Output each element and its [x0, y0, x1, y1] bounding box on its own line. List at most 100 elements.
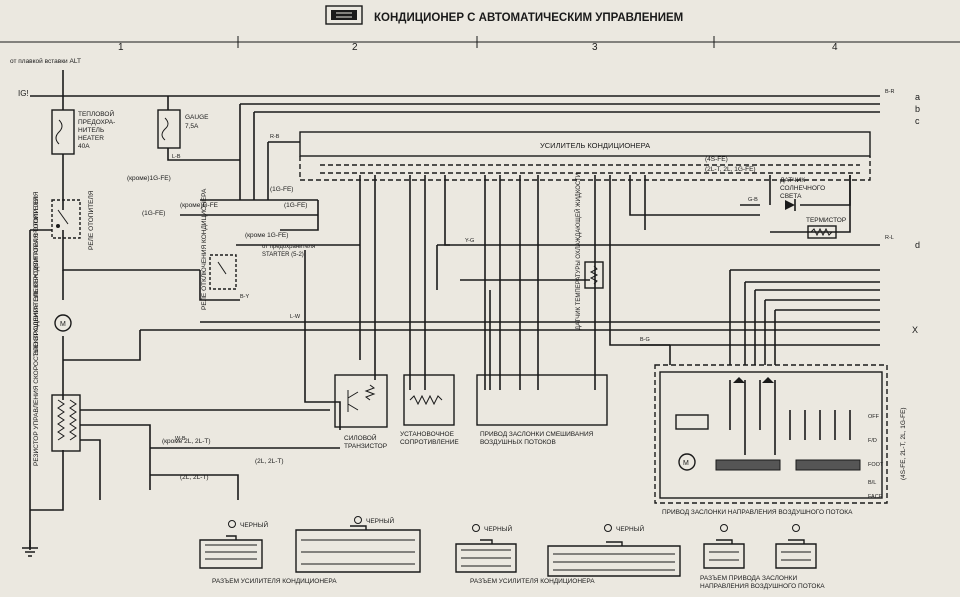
connector-d-color: ЧЕРНЫЙ [616, 524, 644, 533]
connector-b: ЧЕРНЫЙ [295, 516, 421, 573]
amplifier-label: УСИЛИТЕЛЬ КОНДИЦИОНЕРА [540, 141, 650, 150]
variant-9: (2L, 2L-T) [180, 474, 209, 481]
sun-sensor: ДАТЧИК СОЛНЕЧНОГО СВЕТА [780, 177, 825, 211]
thermistor: ТЕРМИСТОР [806, 217, 846, 239]
wire-code-b-r: B-R [885, 89, 895, 95]
blower-motor: M ЭЛЕКТРОДВИГАТЕЛЬ ВЕНТИЛЯТОРА ОТОПИТЕЛЯ [33, 197, 72, 356]
variant-8: (2L, 2L-T) [255, 458, 284, 465]
ground-icon [22, 540, 38, 557]
from-starter-label-1: от предохранителя [262, 244, 315, 250]
svg-text:M: M [60, 321, 66, 328]
column-1: 1 [118, 42, 124, 53]
heater-fuse-label-1: ТЕПЛОВОЙ [78, 109, 114, 118]
column-4: 4 [832, 42, 838, 53]
variant-2: (1G-FE) [270, 186, 293, 193]
power-transistor: СИЛОВОЙ ТРАНЗИСТОР [334, 374, 388, 450]
blower-resistor: РЕЗИСТОР УПРАВЛЕНИЯ СКОРОСТЬЮ ВРАЩЕНИЯ Э… [33, 191, 81, 466]
connector-f [775, 524, 817, 569]
ac-cut-relay: РЕЛЕ ОТКЛЮЧЕНИЯ КОНДИЦИОНЕРА [201, 188, 237, 310]
svg-text:M: M [683, 460, 689, 467]
ac-cut-relay-label: РЕЛЕ ОТКЛЮЧЕНИЯ КОНДИЦИОНЕРА [201, 188, 208, 310]
from-alt-fuse-label: от плавкой вставки ALT [10, 57, 81, 65]
ig-label: IG! [18, 89, 29, 98]
connector-caption-servo-2: НАПРАВЛЕНИЯ ВОЗДУШНОГО ПОТОКА [700, 583, 825, 590]
blower-resistor-label: РЕЗИСТОР УПРАВЛЕНИЯ СКОРОСТЬЮ ВРАЩЕНИЯ Э… [33, 191, 40, 466]
power-transistor-label-2: ТРАНЗИСТОР [344, 443, 387, 450]
mix-servo-label-1: ПРИВОД ЗАСЛОНКИ СМЕШИВАНИЯ [480, 431, 594, 438]
heater-fuse-label-2: ПРЕДОХРА- [78, 119, 115, 126]
coolant-temp-sensor: ДАТЧИК ТЕМПЕРАТУРЫ ОХЛАЖДАЮЩЕЙ ЖИДКОСТИ [574, 173, 604, 330]
wire-code-r-l: R-L [885, 235, 894, 241]
connector-c: ЧЕРНЫЙ [455, 524, 517, 573]
coolant-sensor-label: ДАТЧИК ТЕМПЕРАТУРЫ ОХЛАЖДАЮЩЕЙ ЖИДКОСТИ [574, 173, 582, 330]
wire-code-b-y: B-Y [240, 294, 250, 300]
title-icon [325, 5, 363, 25]
connector-c-color: ЧЕРНЫЙ [484, 524, 512, 533]
power-transistor-label-1: СИЛОВОЙ [344, 433, 377, 442]
connector-e [703, 524, 745, 569]
heater-fuse-label-5: 40A [78, 143, 90, 150]
setting-resistor-label-1: УСТАНОВОЧНОЕ [400, 431, 455, 438]
mode-bl: B/L [868, 480, 876, 486]
mode-fd: F/D [868, 438, 877, 444]
wires [29, 70, 880, 550]
page-title: КОНДИЦИОНЕР С АВТОМАТИЧЕСКИМ УПРАВЛЕНИЕМ [374, 12, 683, 24]
connector-d: ЧЕРНЫЙ [547, 524, 681, 577]
ac-amplifier: УСИЛИТЕЛЬ КОНДИЦИОНЕРА [299, 131, 871, 181]
variant-6: (1G-FE) [142, 210, 165, 217]
ref-a: a [915, 92, 920, 102]
variant-4: (1G-FE) [284, 202, 307, 209]
ref-d: d [915, 240, 920, 250]
wire-code-y-g: Y-G [465, 238, 474, 244]
variant-vertical-label: (4S-FE, 2L-T, 2L, 1G-FE) [900, 407, 907, 480]
wire-code-l-w: L-W [290, 314, 301, 320]
variant-2lt-label: (2L-T, 2L, 1G-FE) [705, 166, 756, 173]
ref-c: c [915, 116, 920, 126]
sun-sensor-label-3: СВЕТА [780, 193, 802, 200]
sun-sensor-label-2: СОЛНЕЧНОГО [780, 185, 825, 192]
from-starter-label-2: STARTER (5-2) [262, 252, 304, 258]
wire-code-g-b: G-B [748, 197, 758, 203]
mode-face: FACE [868, 494, 883, 500]
heater-fuse: ТЕПЛОВОЙ ПРЕДОХРА- НИТЕЛЬ HEATER 40A [51, 109, 115, 155]
wire-code-b-g: B-G [640, 337, 650, 343]
variant-3: (кроме)G-FE [180, 202, 219, 209]
mode-servo-label: ПРИВОД ЗАСЛОНКИ НАПРАВЛЕНИЯ ВОЗДУШНОГО П… [662, 509, 853, 516]
connector-caption-amp-1: РАЗЪЕМ УСИЛИТЕЛЯ КОНДИЦИОНЕРА [212, 578, 337, 585]
wire-code-w-b: W-B [175, 436, 186, 442]
connector-a-color: ЧЕРНЫЙ [240, 520, 268, 529]
setting-resistor-label-2: СОПРОТИВЛЕНИЕ [400, 439, 459, 446]
mode-servo: M OFF F/D FOOT B/L FACE ПРИВОД ЗАСЛОНКИ … [654, 364, 907, 516]
sun-sensor-label-1: ДАТЧИК [780, 177, 805, 184]
connector-caption-servo-1: РАЗЪЕМ ПРИВОДА ЗАСЛОНКИ [700, 575, 797, 582]
setting-resistor: УСТАНОВОЧНОЕ СОПРОТИВЛЕНИЕ [400, 374, 459, 446]
column-2: 2 [352, 42, 358, 53]
connector-caption-amp-2: РАЗЪЕМ УСИЛИТЕЛЯ КОНДИЦИОНЕРА [470, 578, 595, 585]
ref-b: b [915, 104, 920, 114]
variant-4sfe-label: (4S-FE) [705, 156, 728, 163]
variant-5: (кроме 1G-FE) [245, 232, 288, 239]
mode-off: OFF [868, 414, 880, 420]
heater-relay: РЕЛЕ ОТОПИТЕЛЯ [51, 190, 95, 250]
gauge-rating: 7,5A [185, 123, 199, 130]
wire-code-r-b: R-B [270, 134, 280, 140]
heater-fuse-label-4: HEATER [78, 135, 104, 142]
column-ruler: 1 2 3 4 [0, 36, 960, 53]
variant-7: (кроме 2L, 2L-T) [162, 438, 211, 445]
connector-a: ЧЕРНЫЙ [199, 520, 268, 569]
heater-fuse-label-3: НИТЕЛЬ [78, 127, 104, 134]
thermistor-label: ТЕРМИСТОР [806, 217, 846, 224]
heater-relay-label: РЕЛЕ ОТОПИТЕЛЯ [88, 190, 95, 250]
blower-motor-label: ЭЛЕКТРОДВИГАТЕЛЬ ВЕНТИЛЯТОРА ОТОПИТЕЛЯ [33, 197, 40, 356]
mix-servo: ПРИВОД ЗАСЛОНКИ СМЕШИВАНИЯ ВОЗДУШНЫХ ПОТ… [476, 374, 608, 446]
wire-code-l-b: L-B [172, 154, 181, 160]
gauge-label: GAUGE [185, 114, 209, 121]
variant-1: (кроме)1G-FE) [127, 175, 171, 182]
mix-servo-label-2: ВОЗДУШНЫХ ПОТОКОВ [480, 439, 556, 446]
mode-foot: FOOT [868, 462, 884, 468]
gauge-fuse: GAUGE 7,5A [157, 109, 209, 149]
ref-x: X [912, 325, 918, 335]
column-3: 3 [592, 42, 598, 53]
connector-b-color: ЧЕРНЫЙ [366, 516, 394, 525]
